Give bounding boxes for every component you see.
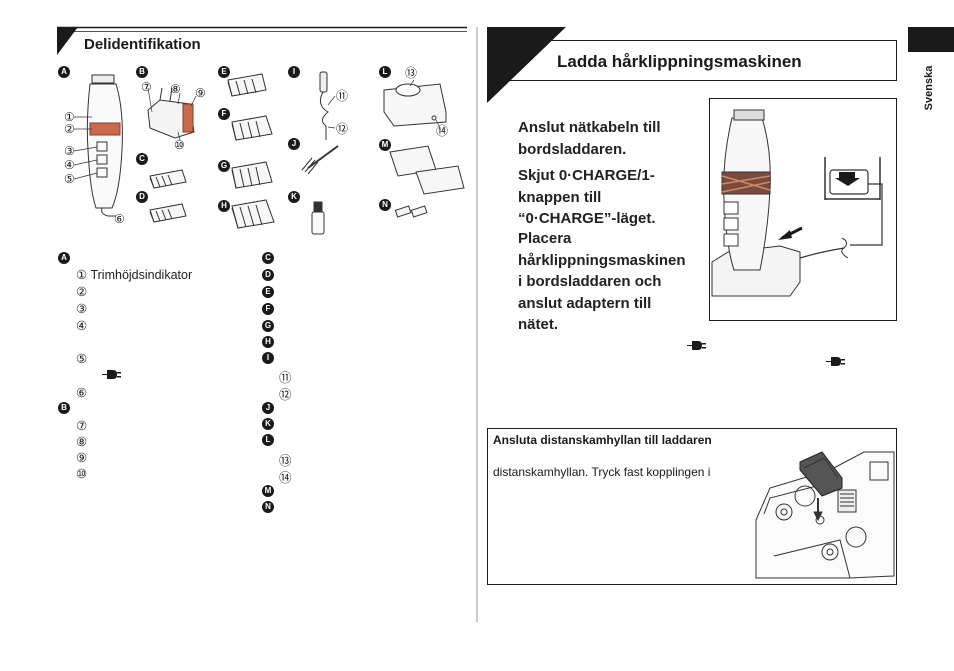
list-badge-a: A bbox=[58, 252, 70, 264]
plug-icon-inline-2 bbox=[826, 357, 845, 366]
fig-label-j: J bbox=[288, 138, 300, 150]
fig-num-1: ① bbox=[64, 110, 75, 124]
list-badge-l: L bbox=[262, 434, 274, 446]
fig-num-2: ② bbox=[64, 122, 75, 136]
list-b-9: ⑨ bbox=[76, 451, 88, 465]
list-badge-e: E bbox=[262, 286, 274, 298]
list-badge-k: K bbox=[262, 418, 274, 430]
list-badge-g: G bbox=[262, 320, 274, 332]
fig-num-7: ⑦ bbox=[141, 80, 152, 94]
list-a-2: ② bbox=[76, 285, 88, 299]
list-badge-m: M bbox=[262, 485, 274, 497]
list-l-14: ⑭ bbox=[279, 471, 292, 485]
list-b-7: ⑦ bbox=[76, 419, 88, 433]
fig-label-c: C bbox=[136, 153, 148, 165]
fig-num-9: ⑨ bbox=[195, 86, 206, 100]
cleaning-brush-drawing bbox=[301, 145, 339, 175]
comb-attachments bbox=[149, 73, 275, 229]
comb-shelf-drawing bbox=[389, 145, 465, 195]
fig-num-13: ⑬ bbox=[405, 66, 418, 80]
right-title: Ladda hårklippningsmaskinen bbox=[557, 52, 802, 71]
shelf-info-box bbox=[487, 428, 897, 585]
list-badge-i: I bbox=[262, 352, 274, 364]
list-badge-n: N bbox=[262, 501, 274, 513]
list-badge-d: D bbox=[262, 269, 274, 281]
language-label: Svenska bbox=[923, 65, 935, 111]
shelf-box-title: Ansluta distanskamhyllan till laddaren bbox=[493, 433, 712, 447]
clipper-drawing bbox=[73, 74, 123, 217]
list-a-1: ① Trimhöjdsindikator bbox=[76, 268, 193, 282]
fig-num-3: ③ bbox=[64, 144, 75, 158]
fig-label-g: G bbox=[218, 160, 230, 172]
fig-num-5: ⑤ bbox=[64, 172, 75, 186]
charger-drawing bbox=[383, 79, 447, 129]
fig-num-14: ⑭ bbox=[436, 124, 449, 138]
step-2: Skjut 0·CHARGE/1-knappen till“0·CHARGE”-… bbox=[518, 167, 656, 227]
fig-num-12: ⑫ bbox=[336, 122, 349, 136]
list-badge-c: C bbox=[262, 252, 274, 264]
fig-label-k: K bbox=[288, 191, 300, 203]
fig-num-8: ⑧ bbox=[170, 82, 181, 96]
list-a-6: ⑥ bbox=[76, 386, 88, 400]
list-l-13: ⑬ bbox=[279, 454, 292, 468]
fig-label-a: A bbox=[58, 66, 70, 78]
fig-label-i: I bbox=[288, 66, 300, 78]
fig-label-m: M bbox=[379, 139, 391, 151]
fig-label-h: H bbox=[218, 200, 230, 212]
language-tab bbox=[908, 27, 954, 52]
list-a-5: ⑤ bbox=[76, 352, 88, 366]
plug-icon bbox=[102, 370, 121, 379]
list-a-3: ③ bbox=[76, 302, 88, 316]
fig-num-11: ⑪ bbox=[336, 89, 349, 103]
plug-icon-inline-1 bbox=[687, 341, 706, 350]
fig-label-b: B bbox=[136, 66, 148, 78]
list-badge-j: J bbox=[262, 402, 274, 414]
list-badge-f: F bbox=[262, 303, 274, 315]
list-badge-b: B bbox=[58, 402, 70, 414]
shelf-box-text: distanskamhyllan. Tryck fast kopplingen … bbox=[493, 465, 711, 479]
list-i-12: ⑫ bbox=[279, 388, 292, 402]
fig-num-10: ⑩ bbox=[174, 138, 185, 152]
fig-num-4: ④ bbox=[64, 158, 75, 172]
list-b-10: ⑩ bbox=[76, 467, 88, 481]
section-title: Delidentifikation bbox=[84, 36, 201, 53]
fig-label-d: D bbox=[136, 191, 148, 203]
fig-label-n: N bbox=[379, 199, 391, 211]
power-cord-drawing bbox=[319, 71, 336, 140]
fig-label-e: E bbox=[218, 66, 230, 78]
list-b-8: ⑧ bbox=[76, 435, 88, 449]
connector-drawing bbox=[394, 205, 428, 218]
fig-num-6: ⑥ bbox=[114, 212, 125, 226]
list-i-11: ⑪ bbox=[279, 371, 292, 385]
fig-label-l: L bbox=[379, 66, 391, 78]
list-a-4: ④ bbox=[76, 319, 88, 333]
fig-label-f: F bbox=[218, 108, 230, 120]
oil-bottle-drawing bbox=[311, 201, 325, 235]
list-badge-h: H bbox=[262, 336, 274, 348]
